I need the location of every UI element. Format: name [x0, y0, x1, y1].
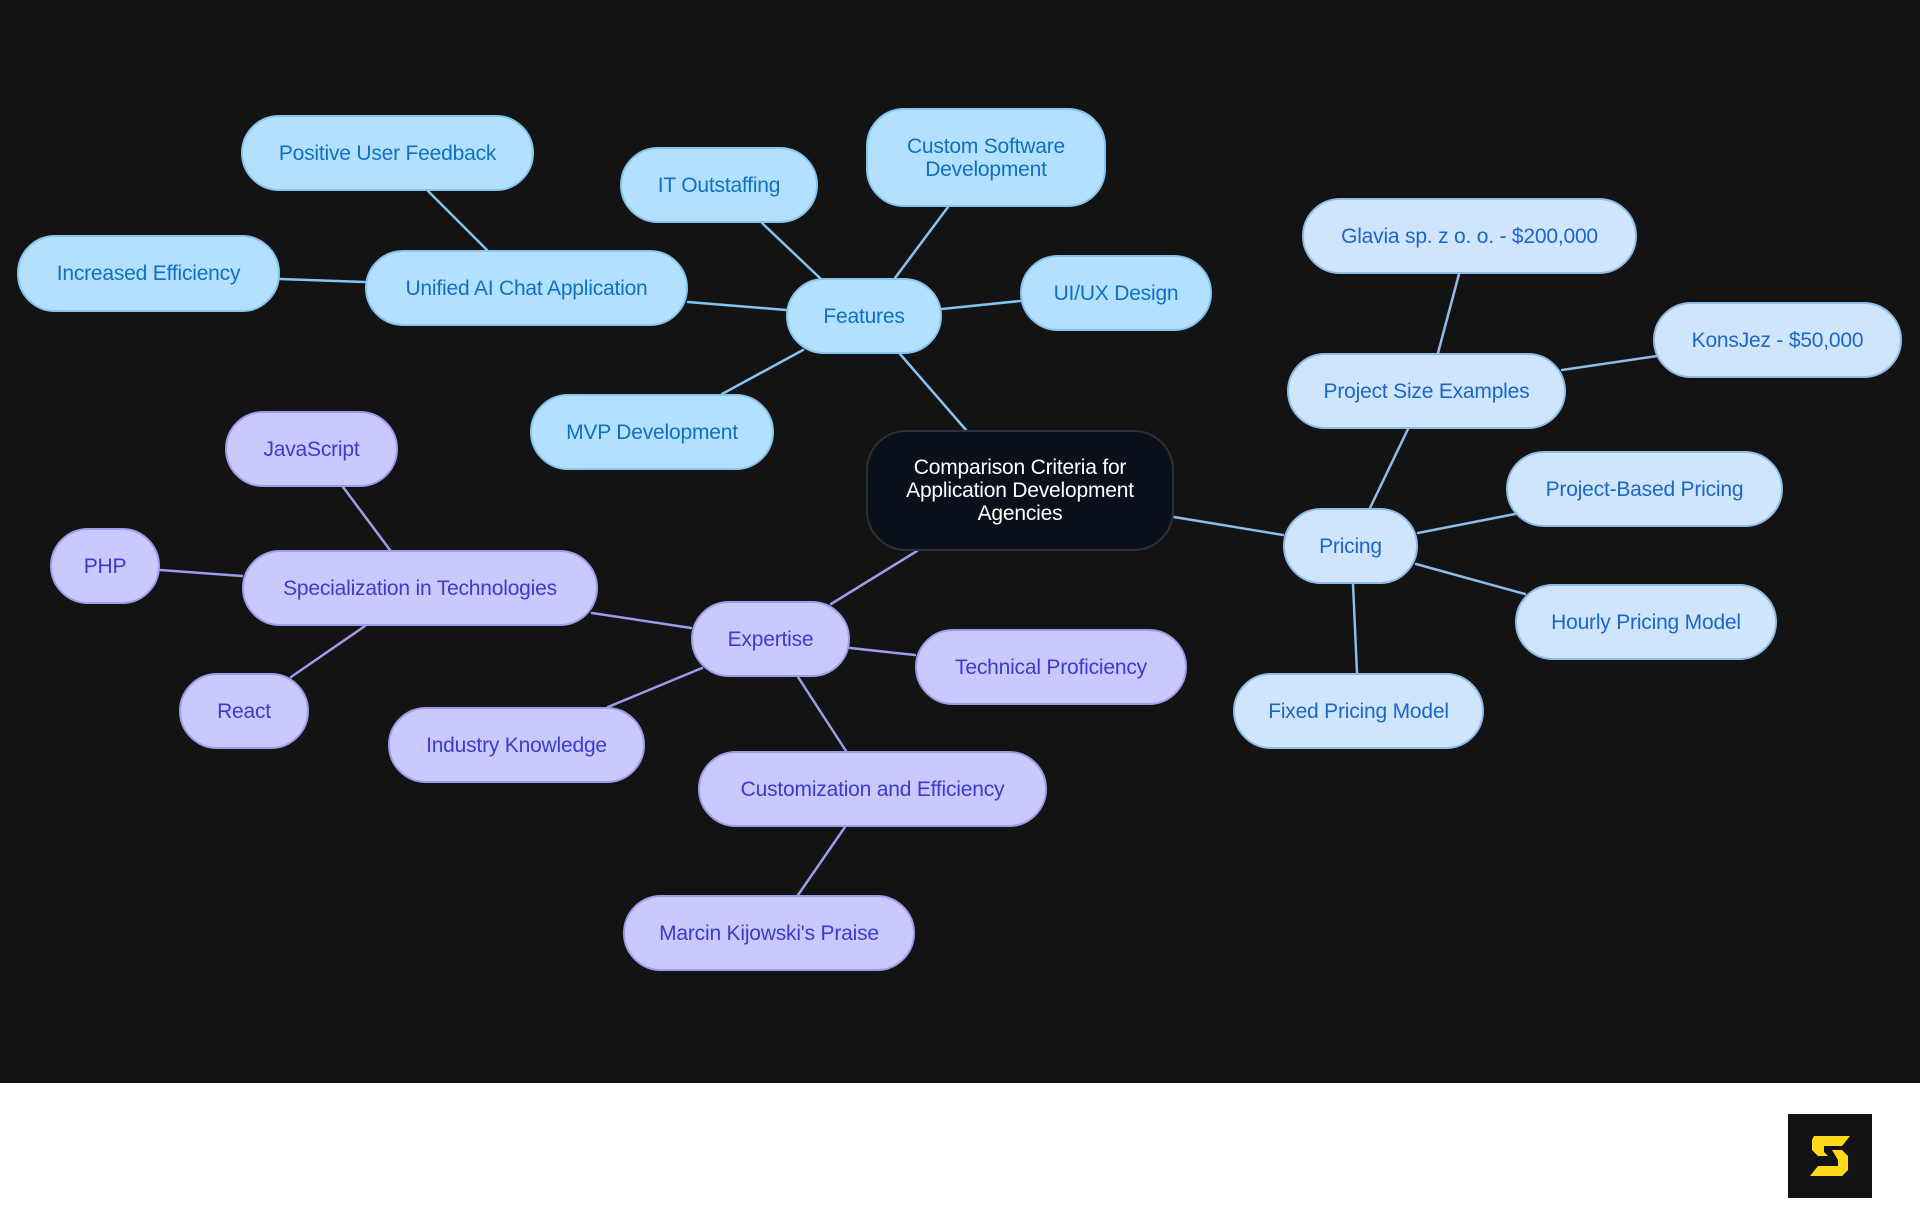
edge-expertise-customization: [796, 675, 848, 753]
edge-pricing-project-size: [1368, 427, 1410, 510]
node-label: MVP Development: [566, 420, 738, 444]
node-konsjez[interactable]: KonsJez - $50,000: [1653, 302, 1902, 378]
node-label: Glavia sp. z o. o. - $200,000: [1341, 224, 1598, 248]
node-label: IT Outstaffing: [657, 173, 781, 197]
node-label: Customization and Efficiency: [740, 777, 1005, 801]
edge-expertise-specialization: [590, 611, 693, 630]
node-features[interactable]: Features: [786, 278, 942, 354]
edge-unified-ai-increased-efficiency: [278, 277, 367, 284]
node-label: JavaScript: [263, 437, 360, 461]
node-label: Pricing: [1319, 534, 1382, 558]
edge-pricing-project-based: [1416, 512, 1517, 535]
node-label: Hourly Pricing Model: [1551, 610, 1741, 634]
edge-specialization-javascript: [341, 485, 392, 552]
node-project-based-pricing[interactable]: Project-Based Pricing: [1506, 451, 1783, 527]
edge-root-features: [898, 352, 968, 432]
node-label: PHP: [83, 554, 127, 578]
edge-project-size-glavia: [1436, 272, 1461, 355]
node-label: Unified AI Chat Application: [405, 276, 648, 300]
node-expertise[interactable]: Expertise: [691, 601, 850, 677]
node-react[interactable]: React: [179, 673, 309, 749]
node-pricing[interactable]: Pricing: [1283, 508, 1418, 584]
node-label: KonsJez - $50,000: [1691, 328, 1864, 352]
edge-pricing-fixed: [1351, 582, 1359, 675]
node-mvp-development[interactable]: MVP Development: [530, 394, 774, 470]
edge-root-pricing: [1172, 515, 1285, 537]
node-label: Features: [823, 304, 905, 328]
node-glavia[interactable]: Glavia sp. z o. o. - $200,000: [1302, 198, 1637, 274]
node-label: Increased Efficiency: [56, 262, 241, 285]
node-unified-ai-chat-application[interactable]: Unified AI Chat Application: [365, 250, 688, 326]
node-label: Technical Proficiency: [955, 655, 1147, 679]
node-label: UI/UX Design: [1053, 281, 1179, 305]
edge-features-uiux: [940, 299, 1022, 311]
node-increased-efficiency[interactable]: Increased Efficiency: [17, 235, 280, 312]
root-node[interactable]: Comparison Criteria for Application Deve…: [866, 430, 1174, 551]
connector-lines: [158, 189, 1659, 897]
edge-unified-ai-positive-feedback: [426, 189, 489, 252]
node-uiux-design[interactable]: UI/UX Design: [1020, 255, 1212, 331]
edge-features-unified-ai: [686, 300, 788, 312]
node-positive-user-feedback[interactable]: Positive User Feedback: [241, 115, 534, 191]
edge-features-mvp: [720, 348, 805, 396]
node-fixed-pricing-model[interactable]: Fixed Pricing Model: [1233, 673, 1484, 749]
edge-features-it-outstaffing: [760, 221, 824, 282]
node-industry-knowledge[interactable]: Industry Knowledge: [388, 707, 645, 783]
edge-features-custom-software: [893, 205, 950, 280]
mind-map-canvas: Comparison Criteria for Application Deve…: [0, 0, 1920, 1083]
s-logo-icon: [1810, 1136, 1850, 1176]
edge-pricing-hourly: [1414, 562, 1527, 596]
node-customization-and-efficiency[interactable]: Customization and Efficiency: [698, 751, 1047, 827]
node-label: Marcin Kijowski's Praise: [659, 921, 879, 945]
node-label: Industry Knowledge: [426, 733, 607, 757]
node-custom-software-development[interactable]: Custom Software Development: [866, 108, 1106, 207]
node-hourly-pricing-model[interactable]: Hourly Pricing Model: [1515, 584, 1777, 660]
edge-expertise-technical: [848, 646, 917, 657]
edge-root-expertise: [829, 549, 919, 606]
node-label: Project Size Examples: [1323, 379, 1530, 403]
edge-expertise-industry: [606, 666, 704, 709]
node-label: Specialization in Technologies: [283, 576, 557, 600]
root-node-label: Comparison Criteria for Application Deve…: [906, 456, 1134, 525]
node-label: Custom Software Development: [906, 134, 1066, 181]
node-marcin-kijowskis-praise[interactable]: Marcin Kijowski's Praise: [623, 895, 915, 971]
node-specialization-in-technologies[interactable]: Specialization in Technologies: [242, 550, 598, 626]
node-label: Expertise: [727, 627, 814, 651]
node-php[interactable]: PHP: [50, 528, 160, 604]
node-label: React: [217, 699, 271, 723]
node-it-outstaffing[interactable]: IT Outstaffing: [620, 147, 818, 223]
edge-specialization-php: [158, 568, 244, 578]
edge-project-size-konsjez: [1560, 354, 1659, 372]
edge-specialization-react: [289, 624, 367, 679]
node-label: Fixed Pricing Model: [1268, 699, 1449, 723]
node-technical-proficiency[interactable]: Technical Proficiency: [915, 629, 1187, 705]
node-javascript[interactable]: JavaScript: [225, 411, 398, 487]
edge-customization-marcin: [796, 825, 847, 897]
node-label: Positive User Feedback: [278, 141, 497, 165]
node-label: Project-Based Pricing: [1545, 477, 1744, 501]
brand-logo: [1788, 1114, 1872, 1198]
node-project-size-examples[interactable]: Project Size Examples: [1287, 353, 1566, 429]
